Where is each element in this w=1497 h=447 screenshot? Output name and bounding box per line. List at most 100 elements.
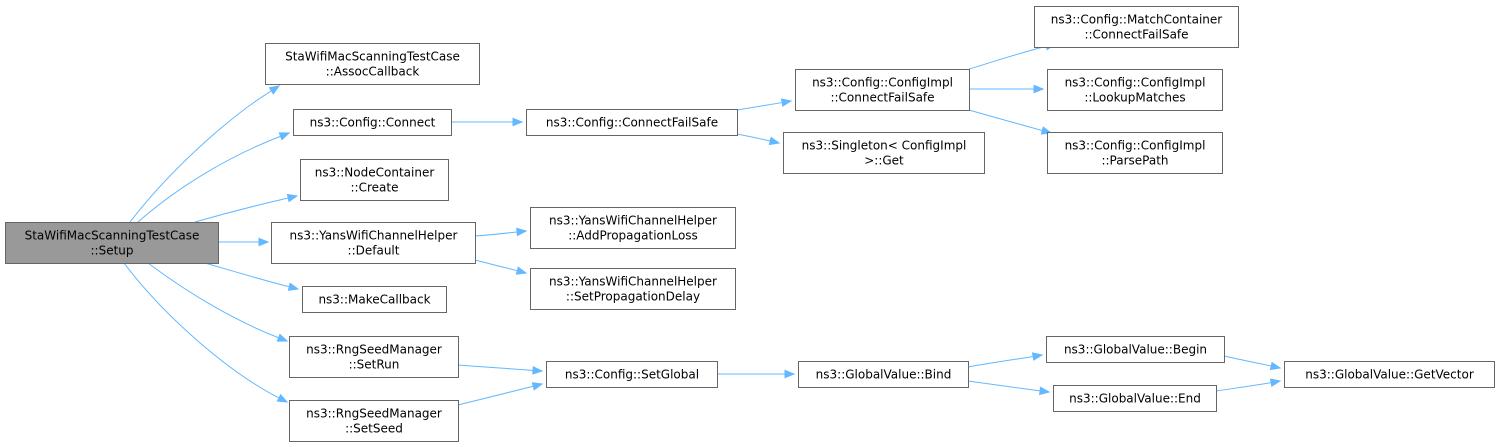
node-label-line: ns3::Config::ConnectFailSafe [546, 116, 718, 130]
arrowhead [276, 333, 289, 342]
node-box[interactable] [1046, 336, 1225, 363]
edge-line [457, 364, 534, 371]
node-box[interactable] [530, 207, 736, 249]
node-label-line: ::Create [351, 181, 399, 195]
node-default[interactable]: ns3::YansWifiChannelHelper::Default [271, 222, 476, 264]
edge-begin-to-getvector [1223, 355, 1282, 371]
node-label-line: ns3::MakeCallback [318, 293, 430, 307]
node-root[interactable]: StaWifiMacScanningTestCase::Setup [5, 222, 219, 264]
edge-implcfs-to-parse [968, 109, 1053, 135]
edge-cfs-to-implcfs [736, 98, 793, 111]
arrowhead [258, 237, 270, 247]
node-addprop[interactable]: ns3::YansWifiChannelHelper::AddPropagati… [530, 207, 736, 249]
node-cfs[interactable]: ns3::Config::ConnectFailSafe [526, 109, 738, 136]
node-label-line: ::AssocCallback [326, 65, 420, 79]
edge-connect-to-cfs [451, 117, 524, 127]
node-makecb[interactable]: ns3::MakeCallback [302, 286, 447, 313]
node-box[interactable] [795, 69, 970, 111]
node-box[interactable] [289, 336, 459, 378]
node-box[interactable] [5, 222, 219, 264]
node-label-line: ::SetRun [349, 358, 400, 372]
node-mccfs[interactable]: ns3::Config::MatchContainer::ConnectFail… [1034, 6, 1239, 48]
arrowhead [780, 98, 793, 107]
node-box[interactable] [546, 361, 718, 388]
node-setglobal[interactable]: ns3::Config::SetGlobal [546, 361, 718, 388]
node-box[interactable] [530, 268, 736, 310]
node-bind[interactable]: ns3::GlobalValue::Bind [798, 361, 969, 388]
node-label-line: ns3::GlobalValue::GetVector [1305, 368, 1474, 382]
edge-root-to-setseed [123, 262, 289, 403]
node-box[interactable] [1053, 385, 1217, 412]
node-label-line: ns3::Config::ConfigImpl [1065, 76, 1206, 90]
arrowhead [286, 193, 299, 203]
node-implcfs[interactable]: ns3::Config::ConfigImpl::ConnectFailSafe [795, 69, 970, 111]
arrowhead [1033, 84, 1045, 94]
node-box[interactable] [302, 286, 447, 313]
node-setdelay[interactable]: ns3::YansWifiChannelHelper::SetPropagati… [530, 268, 736, 310]
node-label-line: ns3::YansWifiChannelHelper [290, 229, 458, 243]
arrowhead [515, 266, 528, 275]
edge-line [194, 197, 289, 223]
node-label-line: ns3::Config::Connect [310, 116, 436, 130]
node-connect[interactable]: ns3::Config::Connect [293, 109, 452, 136]
edge-root-to-makecb [204, 262, 300, 291]
edge-setglobal-to-bind [716, 369, 796, 379]
edge-default-to-setdelay [474, 259, 528, 275]
node-end[interactable]: ns3::GlobalValue::End [1053, 385, 1217, 412]
arrowhead [784, 369, 796, 379]
node-label-line: ns3::Config::SetGlobal [565, 368, 699, 382]
arrowhead [1269, 361, 1282, 371]
node-label-line: ns3::GlobalValue::Bind [816, 368, 952, 382]
arrowhead [1039, 386, 1051, 396]
node-label-line: ns3::Config::MatchContainer [1051, 13, 1222, 27]
node-label-line: ::AddPropagationLoss [568, 229, 698, 243]
arrowhead [531, 382, 544, 391]
node-label-line: ns3::YansWifiChannelHelper [549, 214, 717, 228]
node-box[interactable] [289, 400, 459, 442]
edge-bind-to-end [967, 380, 1051, 396]
node-label-line: ns3::GlobalValue::Begin [1064, 343, 1207, 357]
node-label-line: ns3::Singleton< ConfigImpl [802, 139, 967, 153]
edge-setseed-to-setglobal [457, 382, 544, 406]
edge-bind-to-begin [967, 352, 1044, 368]
node-label-line: ::SetSeed [345, 422, 403, 436]
edge-line [123, 262, 280, 399]
node-begin[interactable]: ns3::GlobalValue::Begin [1046, 336, 1225, 363]
node-box[interactable] [783, 132, 985, 174]
node-create[interactable]: ns3::NodeContainer::Create [300, 159, 449, 201]
node-label-line: ::ConnectFailSafe [1084, 28, 1188, 42]
node-label-line: ::SetPropagationDelay [566, 290, 700, 304]
arrowhead [1269, 378, 1282, 387]
node-box[interactable] [300, 159, 449, 201]
node-box[interactable] [1034, 6, 1239, 48]
node-box[interactable] [798, 361, 969, 388]
node-setseed[interactable]: ns3::RngSeedManager::SetSeed [289, 400, 459, 442]
node-label-line: StaWifiMacScanningTestCase [25, 229, 200, 243]
node-box[interactable] [1047, 69, 1223, 111]
node-box[interactable] [293, 109, 452, 136]
node-box[interactable] [1284, 361, 1495, 388]
edge-line [967, 380, 1041, 392]
node-parse[interactable]: ns3::Config::ConfigImpl::ParsePath [1047, 132, 1223, 174]
edge-root-to-create [194, 193, 299, 223]
node-label-line: ns3::Config::ConfigImpl [1065, 139, 1206, 153]
node-box[interactable] [271, 222, 476, 264]
node-box[interactable] [526, 109, 738, 136]
node-getvector[interactable]: ns3::GlobalValue::GetVector [1284, 361, 1495, 388]
node-label-line: StaWifiMacScanningTestCase [285, 50, 460, 64]
edge-root-to-connect [137, 132, 291, 223]
node-assoc[interactable]: StaWifiMacScanningTestCase::AssocCallbac… [265, 43, 480, 85]
node-box[interactable] [1047, 132, 1223, 174]
arrowhead [276, 393, 289, 403]
arrowhead [278, 132, 291, 141]
edge-line [1215, 382, 1272, 392]
edge-line [147, 262, 279, 339]
node-box[interactable] [265, 43, 480, 85]
node-label-line: >::Get [864, 154, 904, 168]
node-label-line: ::Default [348, 244, 400, 258]
node-lookup[interactable]: ns3::Config::ConfigImpl::LookupMatches [1047, 69, 1223, 111]
node-setrun[interactable]: ns3::RngSeedManager::SetRun [289, 336, 459, 378]
edge-line [736, 102, 783, 111]
node-singleton[interactable]: ns3::Singleton< ConfigImpl>::Get [783, 132, 985, 174]
